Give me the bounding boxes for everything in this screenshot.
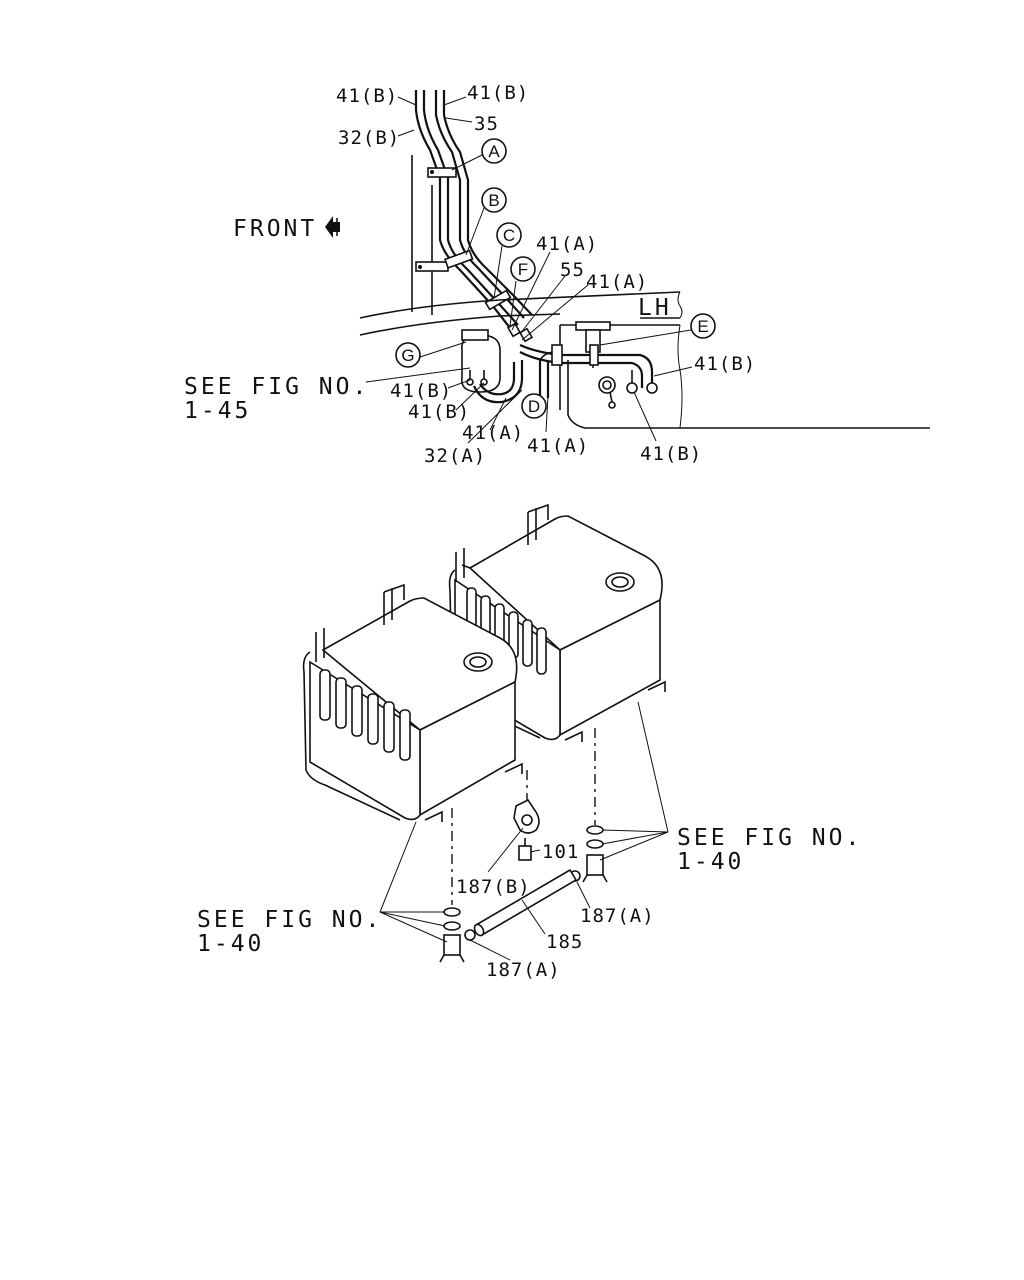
front-label: FRONT <box>233 216 317 242</box>
lh-label: LH <box>638 295 672 321</box>
see-fig-right-line1: SEE FIG NO. <box>677 825 862 851</box>
svg-text:A: A <box>488 142 500 161</box>
see-fig-left-line2: 1-40 <box>197 931 264 957</box>
see-fig-top-line2: 1-45 <box>184 398 251 424</box>
part-41b-left1: 41(B) <box>390 380 452 402</box>
text-labels: FRONT LH 41(B) 41(B) 35 32(B) 41(A) 55 4… <box>184 82 862 981</box>
callout-A: A <box>481 138 507 164</box>
part-41a-bottom: 41(A) <box>462 422 524 444</box>
svg-text:B: B <box>488 191 499 210</box>
part-41a-d: 41(A) <box>527 435 589 457</box>
part-187a-bottom: 187(A) <box>486 959 561 981</box>
part-41b-bottom-right: 41(B) <box>640 443 702 465</box>
part-41a-1: 41(A) <box>536 233 598 255</box>
front-arrow-icon <box>325 216 340 238</box>
part-35: 35 <box>474 113 499 135</box>
svg-text:D: D <box>528 397 540 416</box>
part-187b: 187(B) <box>456 876 531 898</box>
see-fig-top-line1: SEE FIG NO. <box>184 374 369 400</box>
front-fuel-tank <box>302 583 523 822</box>
part-41b-top-right: 41(B) <box>467 82 529 104</box>
svg-text:C: C <box>503 226 515 245</box>
part-32a: 32(A) <box>424 445 486 467</box>
callout-G: G <box>395 342 421 368</box>
part-55: 55 <box>560 259 585 281</box>
part-187a-right: 187(A) <box>580 905 655 927</box>
callout-E: E <box>690 313 716 339</box>
lower-tank-view <box>302 503 669 963</box>
part-101: 101 <box>542 841 579 863</box>
part-41b-top-left: 41(B) <box>336 85 398 107</box>
upper-piping-view: A B C F E G D <box>325 90 930 444</box>
svg-text:G: G <box>401 346 414 365</box>
svg-text:F: F <box>518 260 528 279</box>
callout-D: D <box>521 393 547 419</box>
part-41a-2: 41(A) <box>586 271 648 293</box>
callout-C: C <box>496 222 522 248</box>
part-185: 185 <box>546 931 583 953</box>
svg-text:E: E <box>697 317 708 336</box>
see-fig-left-line1: SEE FIG NO. <box>197 907 382 933</box>
part-41b-right: 41(B) <box>694 353 756 375</box>
callout-F: F <box>510 256 536 282</box>
part-32b: 32(B) <box>338 127 400 149</box>
callout-B: B <box>481 187 507 213</box>
see-fig-right-line2: 1-40 <box>677 849 744 875</box>
part-41b-left2: 41(B) <box>408 401 470 423</box>
